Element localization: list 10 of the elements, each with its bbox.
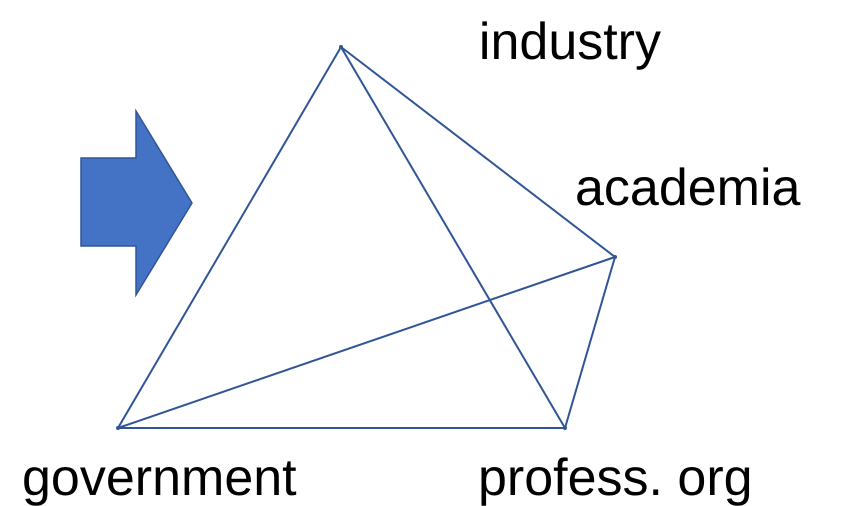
vertex-label: government xyxy=(22,452,297,504)
vertex-label: industry xyxy=(478,16,661,68)
connector-line xyxy=(564,256,616,428)
connector-line xyxy=(118,427,565,429)
vertex-label: profess. org xyxy=(478,452,753,504)
connector-line xyxy=(340,46,616,258)
vertex-label: academia xyxy=(575,162,800,214)
connector-line xyxy=(117,46,342,428)
connector-line xyxy=(340,46,566,428)
connector-line xyxy=(118,256,616,429)
